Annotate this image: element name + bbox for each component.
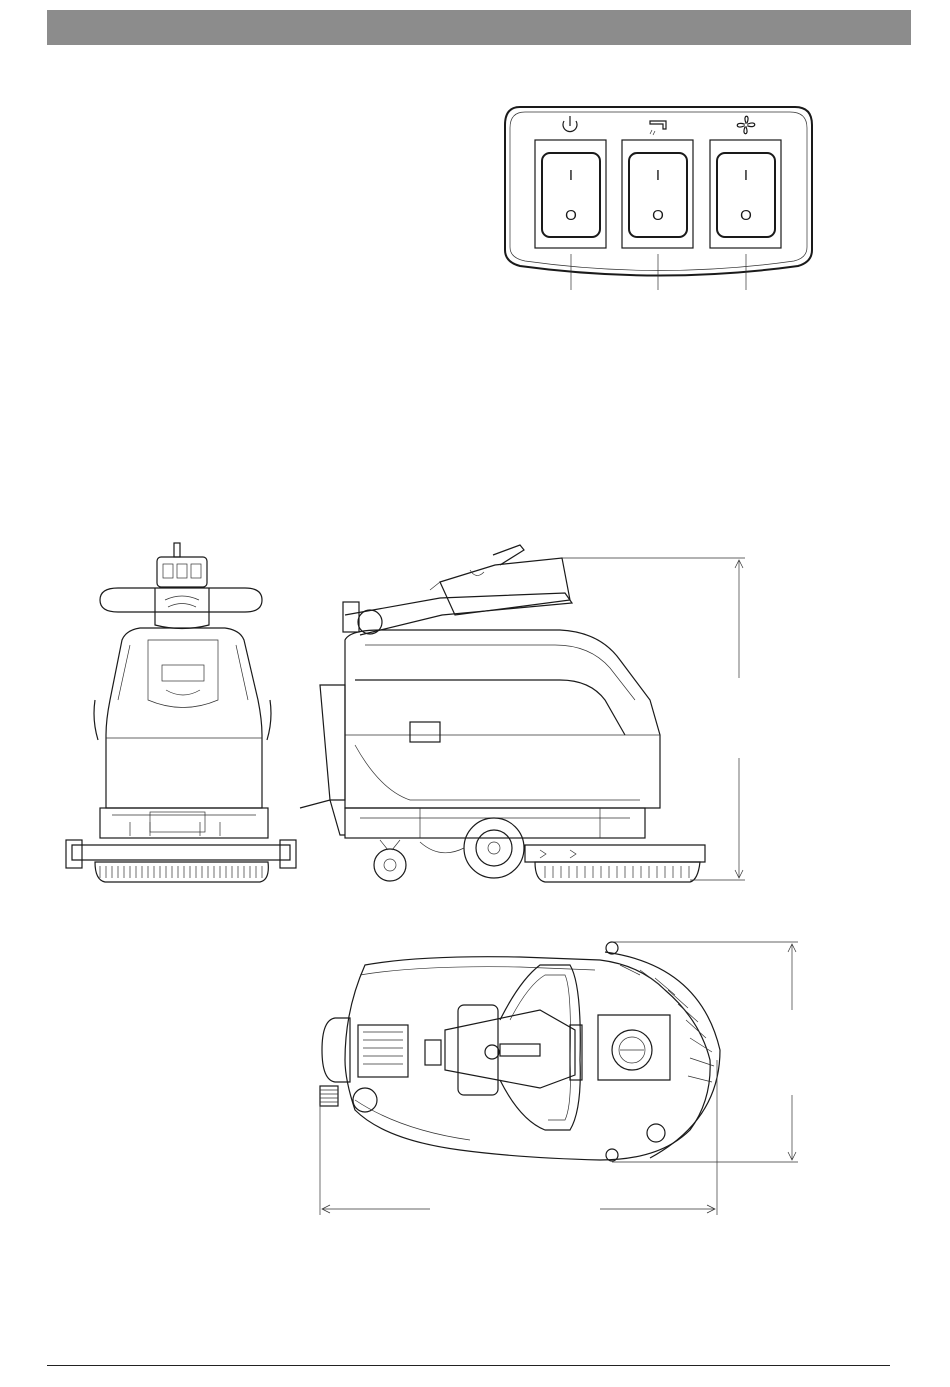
top-view-drawing	[0, 0, 950, 1250]
footer-rule	[47, 1365, 890, 1366]
